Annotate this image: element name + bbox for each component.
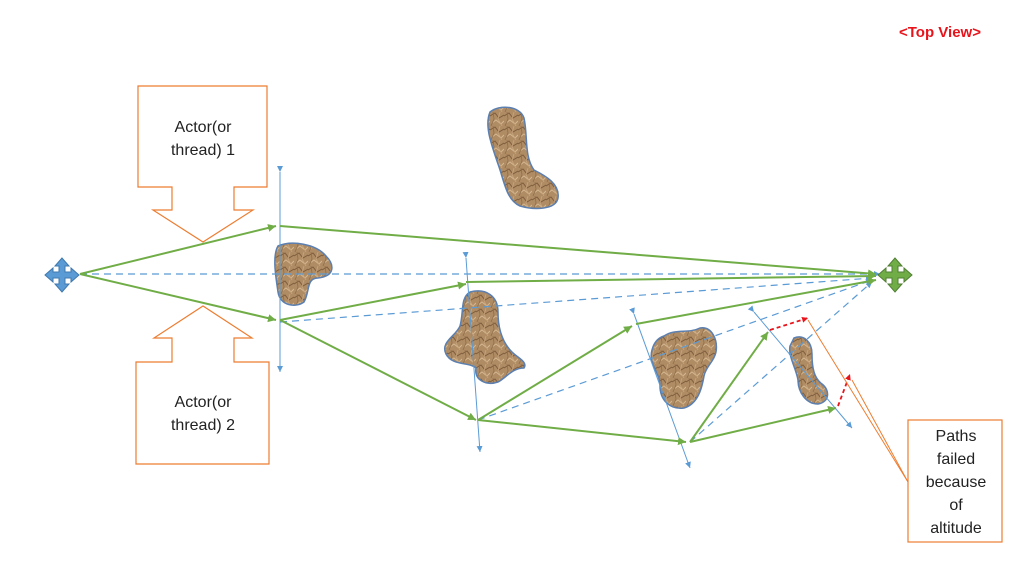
actor1-line-1: Actor(or [174, 119, 232, 136]
failed-callout-box [907, 419, 1003, 543]
failed-paths [769, 316, 851, 407]
actor1-line-2: thread) 1 [170, 142, 236, 159]
green-paths [79, 224, 877, 446]
failed-line-1: Paths [935, 428, 977, 445]
failed-line-3: because [925, 474, 987, 491]
failed-line-5: altitude [930, 520, 982, 537]
actor2-callout-text: Actor(or thread) 2 [138, 391, 268, 437]
obstacle-4 [650, 327, 718, 409]
actor2-line-2: thread) 2 [170, 417, 236, 434]
failed-callout-pointers [807, 319, 909, 483]
actor1-callout-text: Actor(or thread) 1 [140, 116, 266, 162]
start-node-icon [44, 257, 80, 293]
obstacle-1 [487, 106, 559, 210]
actor1-callout-box [137, 85, 268, 243]
failed-callout-text: Paths failed because of altitude [910, 425, 1002, 540]
obstacle-5 [788, 336, 829, 405]
view-title: <Top View> [899, 24, 981, 41]
failed-line-2: failed [936, 451, 976, 468]
actor2-line-1: Actor(or [174, 394, 232, 411]
failed-line-4: of [949, 497, 963, 514]
actor2-callout-box [135, 305, 270, 465]
goal-node-icon [877, 257, 913, 293]
